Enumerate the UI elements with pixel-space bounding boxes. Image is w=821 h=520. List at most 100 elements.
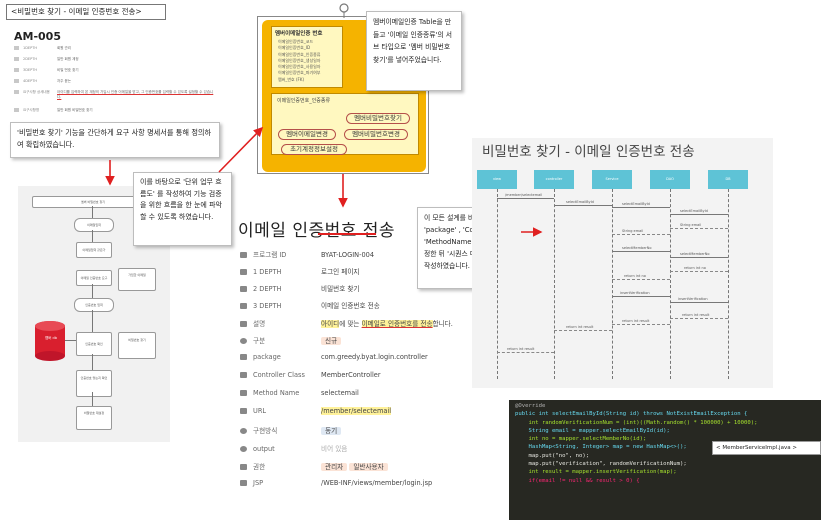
entity-field: 이메일인증번호_ID (278, 45, 311, 51)
spec-label: 1DEPTH (23, 46, 38, 50)
entity-title: 멤버이메일인증 번호 (275, 31, 323, 37)
row-icon (240, 354, 247, 360)
seq-label: return int result (622, 319, 650, 323)
spec-value: 아이디를 입력하여 본 계정의 가입시 인증 이메일을 받고, 그 인증번호를 … (57, 90, 214, 99)
prog-value: 에 맞는 (339, 320, 362, 328)
lifeline (728, 189, 729, 379)
prog-label: package (253, 353, 281, 361)
prog-label: 권한 (253, 463, 266, 471)
flow-connector (92, 206, 93, 218)
seq-label: return int result (566, 325, 594, 329)
subtype-change-password: 멤버비밀번호변경 (344, 129, 408, 140)
prog-row: URL/member/selectemail (240, 407, 490, 421)
seq-label: return int result (507, 347, 535, 351)
seq-label: selectMemberNo (622, 246, 652, 250)
seq-message (670, 214, 728, 215)
code-line: HashMap<String, Integer> map = new HashM… (515, 444, 687, 451)
seq-label: String email (680, 223, 702, 227)
prog-value: 동기 (321, 427, 342, 435)
prog-value: 아이디 (321, 320, 340, 328)
prog-label: 구분 (253, 337, 266, 345)
spec-label: 요구사항 상세내용 (23, 90, 50, 94)
prog-label: output (253, 445, 275, 453)
seq-label: String email (622, 229, 644, 233)
spec-section-title: <비밀번호 찾기 - 이메일 인증번호 전송> (6, 4, 166, 20)
seq-label: return int no (624, 274, 646, 278)
prog-value: 이메일로 인증번호를 전송 (361, 320, 433, 328)
flow-connector (92, 284, 93, 298)
spec-row: 4DEPTH 자주 묻는 (14, 79, 224, 89)
code-line: String email = mapper.selectEmailById(id… (515, 427, 670, 434)
lifeline (497, 189, 498, 379)
subtype-change-email: 멤버이메일변경 (278, 129, 336, 140)
row-icon (240, 338, 247, 344)
prog-value: /WEB-INF/views/member/login.jsp (321, 479, 433, 487)
flow-node: 비밀번호 찾기 (118, 332, 156, 359)
row-icon (14, 90, 19, 94)
prog-label: 프로그램 ID (253, 251, 287, 259)
prog-value: 관리자 (321, 463, 348, 471)
prog-row: 구현방식 동기 (240, 425, 490, 439)
row-icon (240, 303, 247, 309)
prog-value: selectemail (321, 389, 359, 397)
spec-value: 자주 묻는 (57, 79, 71, 83)
actor-controller: controller (534, 170, 574, 189)
row-icon (240, 480, 247, 486)
spec-label: 3DEPTH (23, 68, 38, 72)
prog-value: 이메일 인증번호 전송 (321, 302, 380, 310)
erd-entity-top: 멤버이메일인증 번호 이메일인증번호_코드 이메일인증번호_ID 이메일인증번호… (271, 26, 343, 88)
seq-label: return int no (684, 266, 706, 270)
entity-field: 이메일인증번호_생성일자 (278, 57, 321, 63)
seq-message (612, 207, 670, 208)
subtype-init-account: 초기계정정보설정 (281, 144, 347, 155)
flow-node: 비밀번호 재설정 (76, 406, 112, 430)
seq-return (670, 318, 728, 319)
prog-label: 구현방식 (253, 427, 278, 435)
seq-label: selectEmailById (566, 200, 594, 204)
seq-message (497, 198, 554, 199)
row-icon (14, 68, 19, 72)
code-line: @Override (515, 403, 546, 409)
entity-fields: 이메일인증번호_코드 이메일인증번호_ID 이메일인증번호_인증종류 이메일인증… (272, 39, 342, 83)
code-file-tag: < MemberServiceImpl.java > (712, 441, 821, 455)
entity-field: 이메일인증번호_인증종류 (278, 51, 321, 57)
prog-label: Method Name (253, 389, 300, 397)
prog-label: JSP (253, 479, 264, 487)
spec-label: 요구사항명 (23, 108, 40, 112)
seq-return (670, 271, 728, 272)
flow-node: 이메일입력 (74, 218, 114, 232)
seq-return (554, 330, 612, 331)
rotate-handle-icon[interactable] (337, 2, 351, 18)
seq-label: insertVerification (620, 291, 650, 295)
prog-label: 2 DEPTH (253, 285, 282, 293)
row-icon (240, 269, 247, 275)
code-line: public int selectEmailById(String id) th… (515, 411, 748, 418)
sequence-title: 비밀번호 찾기 - 이메일 인증번호 전송 (482, 144, 695, 160)
flow-connector (92, 392, 93, 406)
prog-label: Controller Class (253, 371, 305, 379)
program-title: 이메일 인증번호 전송 (238, 221, 396, 241)
row-icon (240, 286, 247, 292)
spec-label: 4DEPTH (23, 79, 38, 83)
spec-row: 요구사항 상세내용 아이디를 입력하여 본 계정의 가입시 인증 이메일을 받고,… (14, 90, 224, 106)
prog-value: 합니다. (432, 320, 453, 328)
prog-label: 3 DEPTH (253, 302, 282, 310)
code-line: map.put("no", no); (515, 452, 590, 459)
seq-message (670, 257, 728, 258)
flow-connector (92, 310, 93, 332)
seq-label: selectEmailById (680, 209, 708, 213)
seq-label: selectMemberNo (680, 252, 710, 256)
code-line: if(email != null && result > 0) { (515, 477, 640, 484)
prog-label: 설명 (253, 320, 266, 328)
row-icon (14, 79, 19, 83)
entity-field: 이메일인증번호_파기여부 (278, 70, 321, 76)
flow-node: 인증번호 입력 (74, 298, 114, 312)
